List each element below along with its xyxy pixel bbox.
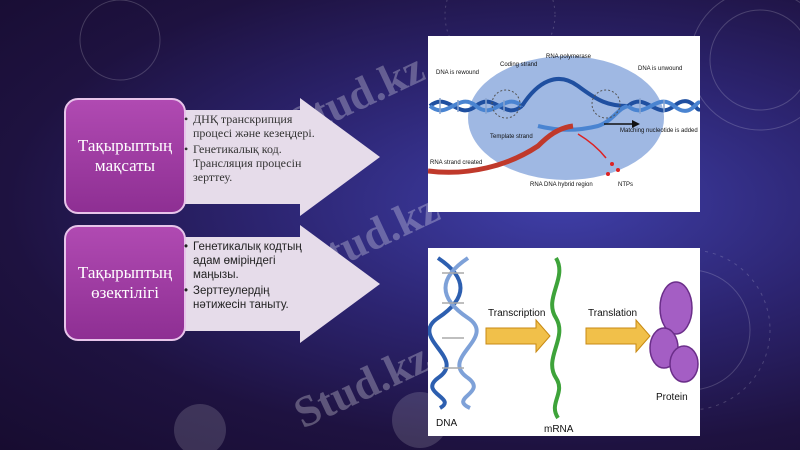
bullet-item: Генетикалық код. Трансляция процесін зер… [184, 142, 334, 184]
label-rna-polymerase: RNA polymerase [546, 54, 592, 60]
goal-label: Тақырыптың мақсаты [64, 98, 186, 214]
label-translation: Translation [588, 308, 637, 319]
label-dna: DNA [436, 418, 457, 429]
label-coding-strand: Coding strand [500, 62, 537, 68]
bullet-item: ДНҚ транскрипция процесі және кезеңдері. [184, 112, 334, 140]
label-hybrid: RNA DNA hybrid region [530, 182, 593, 188]
label-protein: Protein [656, 392, 688, 403]
central-dogma-diagram: DNA Transcription mRNA Translation Prote… [427, 256, 699, 435]
label-ntps: NTPs [618, 182, 633, 188]
goal-label-text: Тақырыптың мақсаты [77, 136, 173, 175]
label-rna-created: RNA strand created [430, 160, 482, 166]
transcription-figure: RNA polymerase DNA is rewound Coding str… [427, 36, 702, 212]
relevance-bullets: Генетикалық кодтың адам өміріндегі маңыз… [184, 240, 324, 314]
label-dna-unwound: DNA is unwound [638, 66, 682, 72]
relevance-label-text: Тақырыптың өзектілігі [77, 263, 173, 302]
bullet-item: Зерттеулердің нәтижесін таныту. [184, 284, 324, 312]
goal-bullets: ДНҚ транскрипция процесі және кезеңдері.… [184, 112, 334, 186]
label-dna-rewound: DNA is rewound [436, 70, 479, 76]
label-transcription: Transcription [488, 308, 545, 319]
label-matching: Matching nucleotide is added [620, 128, 698, 134]
relevance-label: Тақырыптың өзектілігі [64, 225, 186, 341]
label-template-strand: Template strand [490, 134, 533, 140]
central-dogma-figure: DNA Transcription mRNA Translation Prote… [427, 248, 700, 436]
label-mrna: mRNA [544, 424, 574, 435]
transcription-diagram: RNA polymerase DNA is rewound Coding str… [427, 54, 702, 188]
bullet-item: Генетикалық кодтың адам өміріндегі маңыз… [184, 240, 324, 282]
